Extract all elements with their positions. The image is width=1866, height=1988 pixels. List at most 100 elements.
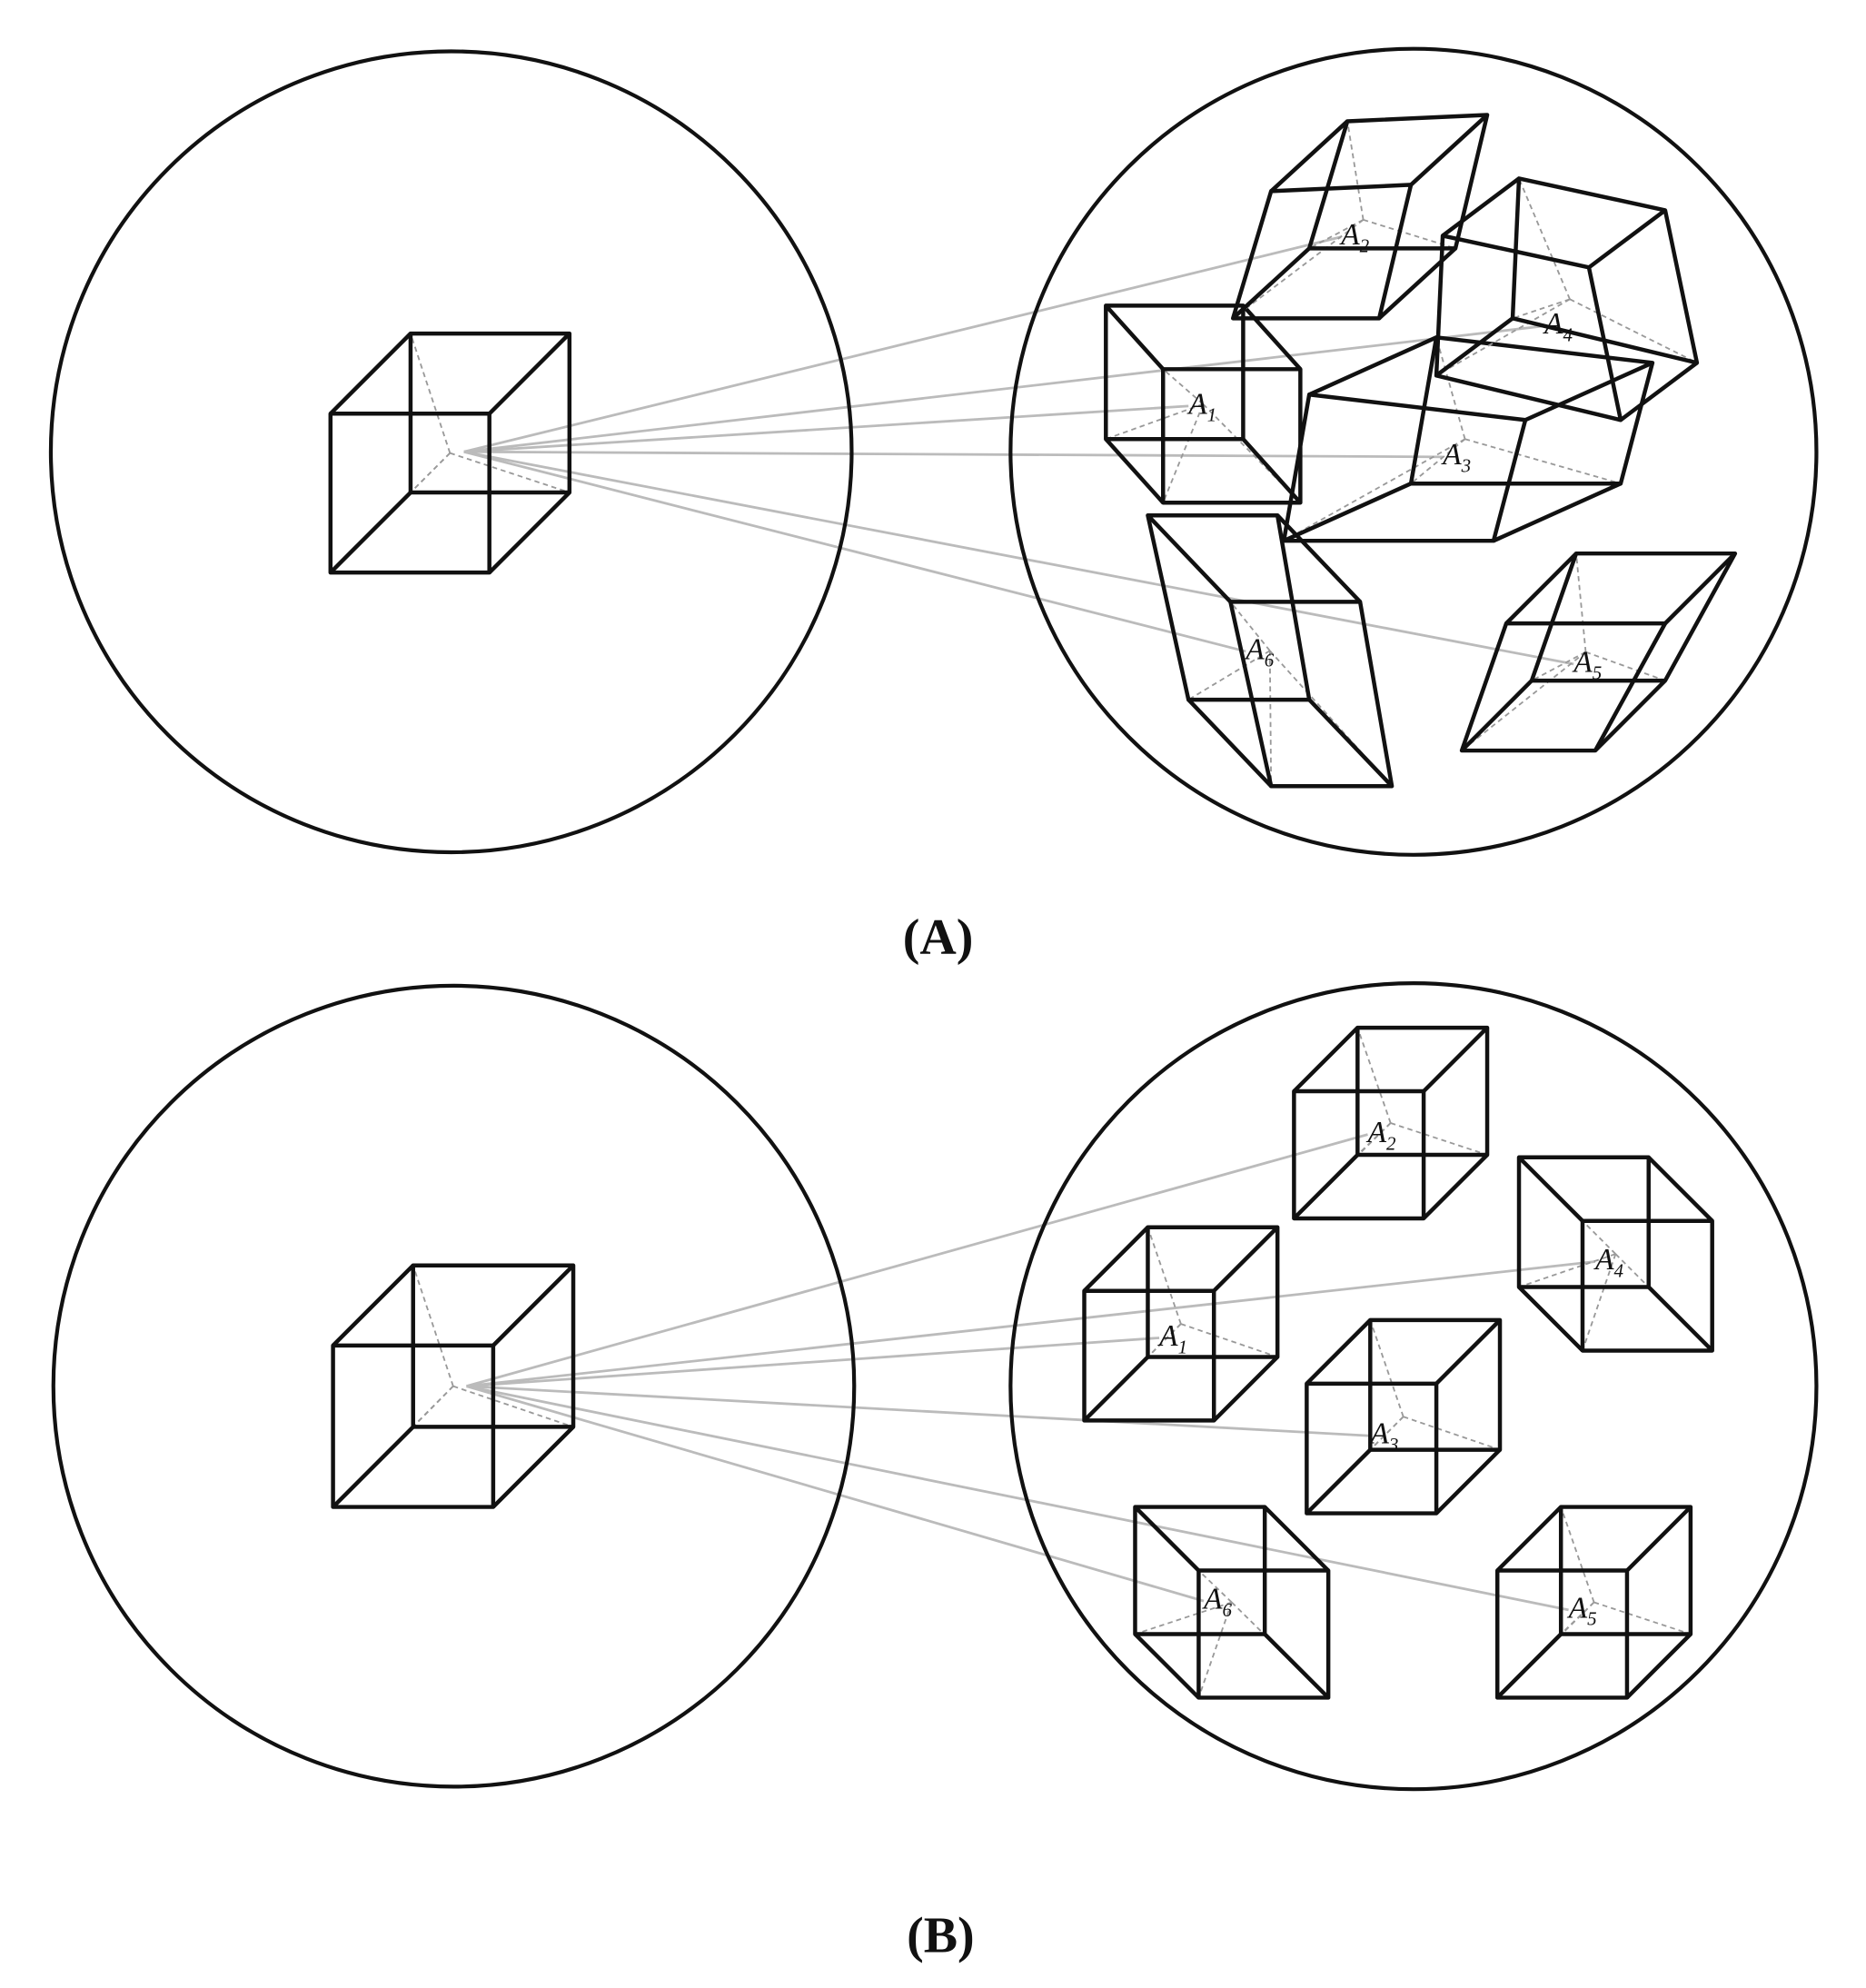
panel-a-target-cube-5	[1459, 551, 1738, 753]
cube-edge	[1493, 482, 1622, 543]
panel-b-caption: (B)	[907, 1907, 975, 1963]
panel-b-mapping-arrow	[466, 1337, 1160, 1388]
cube-edge	[1292, 1026, 1359, 1093]
label-letter: A	[1366, 1116, 1387, 1149]
label-letter: A	[1593, 1243, 1614, 1277]
axis-arrow	[1363, 219, 1456, 250]
cube-edge	[1212, 1355, 1279, 1423]
cube-edge	[1434, 316, 1514, 378]
cube-edge	[1104, 303, 1165, 371]
axis-arrow	[1575, 553, 1587, 652]
panel-a-target-circle	[1008, 46, 1819, 857]
cube-edge	[1269, 119, 1349, 194]
cube-edge	[1663, 552, 1737, 625]
axis-arrow	[1435, 337, 1466, 440]
cube-edge	[491, 1425, 575, 1509]
label-subscript: 6	[1223, 1599, 1233, 1621]
cube-front-face	[1434, 234, 1623, 422]
cube-edge	[1263, 1505, 1330, 1573]
cube-edge	[329, 332, 412, 415]
panel-a-target-cube-6	[1146, 512, 1395, 789]
axis-arrow	[1464, 438, 1622, 485]
cube-edge	[1283, 482, 1413, 543]
panel-a-source-circle	[48, 49, 854, 855]
cube-back-face	[1306, 113, 1490, 251]
panel-b-target-cube-3	[1305, 1317, 1503, 1516]
cube-edge	[1625, 1632, 1692, 1700]
cube-front-face	[1459, 621, 1668, 753]
axis-arrow	[452, 1385, 574, 1428]
panel-b-source-circle	[51, 983, 857, 1789]
label-letter: A	[1441, 438, 1462, 472]
axis-arrow	[1356, 1027, 1392, 1124]
axis-arrow	[450, 452, 571, 493]
axis-arrow	[1232, 219, 1365, 320]
axis-arrow	[1268, 651, 1273, 787]
cube-edge	[1495, 1632, 1563, 1700]
axis-arrow	[1305, 1416, 1404, 1515]
label-subscript: 4	[1613, 1259, 1623, 1281]
cube-edge	[1275, 513, 1362, 603]
panel-b-cube-label: A5	[1567, 1591, 1597, 1629]
axis-arrow	[1197, 1602, 1233, 1698]
label-subscript: 4	[1563, 324, 1573, 346]
cube-edge	[1434, 1448, 1502, 1516]
axis-arrow	[1390, 1122, 1488, 1156]
panel-b-target-cube-6	[1133, 1505, 1331, 1700]
panel-b-cube-label: A6	[1202, 1583, 1233, 1621]
cube-edge	[1241, 303, 1303, 371]
cube-edge	[1422, 1153, 1489, 1220]
panel-b-cube-label: A4	[1593, 1243, 1624, 1281]
panel-b-target-cube-2	[1292, 1025, 1490, 1221]
label-subscript: 6	[1265, 650, 1275, 671]
label-subscript: 1	[1178, 1336, 1187, 1357]
panel-a-mapping-arrow	[463, 450, 1574, 666]
cube-edge	[1305, 1448, 1372, 1516]
cube-edge	[1587, 208, 1667, 270]
cube-edge	[491, 1264, 575, 1347]
axis-arrow	[1083, 1323, 1182, 1422]
axis-arrow	[1560, 1506, 1595, 1603]
panel-a-target-cube-3	[1281, 335, 1655, 543]
panel-a-mapping-arrow	[463, 450, 1444, 459]
axis-arrow	[412, 1265, 454, 1387]
label-letter: A	[1186, 387, 1207, 421]
panel-a-mapping-arrow	[463, 450, 1246, 653]
panel-b-mapping-arrow	[466, 1385, 1205, 1603]
axis-arrow	[1410, 438, 1466, 484]
cube-edge	[1517, 1285, 1584, 1353]
cube-edge	[1307, 698, 1394, 788]
cube-edge	[1619, 361, 1699, 422]
panel-a-cube-label: A5	[1572, 645, 1602, 683]
panel-a-cube-label: A2	[1339, 218, 1370, 256]
cube-edge	[1231, 246, 1311, 320]
cube-edge	[1517, 1156, 1584, 1223]
cube-edge	[1377, 246, 1457, 320]
label-subscript: 1	[1207, 404, 1216, 426]
panel-a-target-cube-1	[1104, 303, 1303, 505]
panel-a-source-cube	[328, 331, 572, 575]
cube-edge	[1186, 698, 1273, 788]
cube-edge	[1133, 1505, 1201, 1573]
cube-edge	[1146, 513, 1233, 603]
cube-edge	[1625, 1505, 1692, 1573]
axis-arrow	[1569, 298, 1698, 364]
label-letter: A	[1368, 1417, 1389, 1451]
cube-edge	[1133, 1632, 1201, 1700]
cube-edge	[1593, 679, 1667, 752]
cube-edge	[1647, 1285, 1714, 1353]
panel-a-target-cube-4	[1434, 176, 1700, 422]
axis-arrow	[1614, 1253, 1650, 1288]
panel-a-target-cube-2	[1230, 113, 1490, 321]
label-subscript: 2	[1360, 235, 1370, 257]
panel-a-cube-label: A1	[1186, 387, 1216, 425]
axis-arrow	[1231, 1601, 1329, 1699]
cube-edge	[1422, 1026, 1489, 1093]
axis-arrow	[1518, 1157, 1617, 1255]
panel-b-target-cube-4	[1516, 1155, 1714, 1353]
label-letter: A	[1244, 632, 1265, 666]
cube-edge	[1104, 437, 1165, 504]
axis-arrow	[1229, 601, 1271, 651]
panel-a-caption: (A)	[903, 910, 974, 966]
axis-arrow	[1283, 438, 1466, 542]
